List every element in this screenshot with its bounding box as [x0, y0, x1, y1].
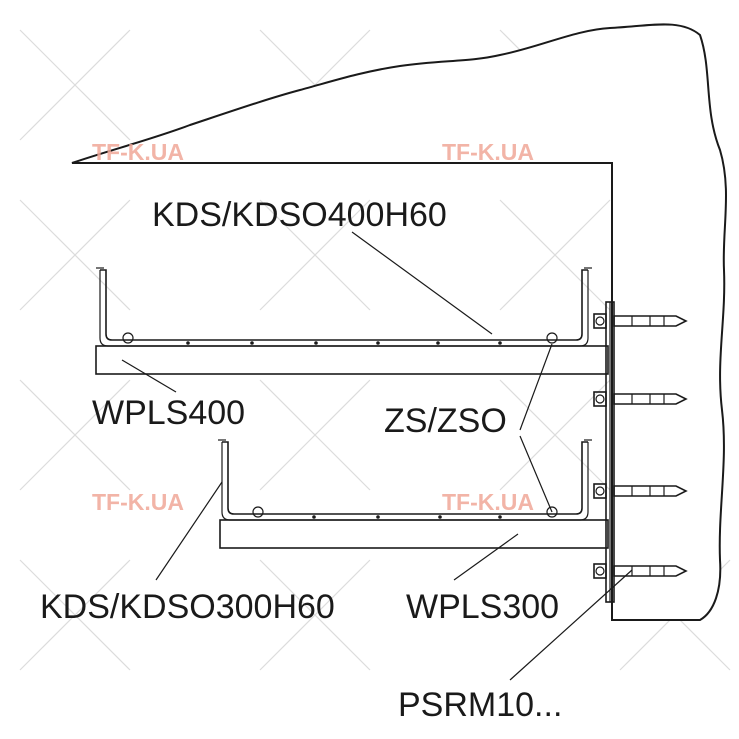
label-tray-upper: KDS/KDSO400H60	[152, 196, 447, 234]
label-anchor: PSRM10...	[398, 686, 562, 724]
leader-tray-lower	[155, 481, 223, 581]
anchor-2	[593, 391, 688, 407]
anchor-4	[593, 563, 688, 579]
label-support-upper: WPLS400	[92, 394, 245, 432]
support-bracket-lower	[219, 519, 609, 549]
leader-connector-lower	[519, 435, 553, 513]
leader-support-lower	[453, 533, 519, 581]
mounting-plate	[605, 301, 615, 603]
watermark-3: TF-K.UA	[92, 489, 184, 515]
leader-connector-upper	[519, 343, 553, 431]
cable-tray-upper	[96, 267, 592, 347]
leader-support-upper	[121, 359, 177, 393]
label-tray-lower: KDS/KDSO300H60	[40, 588, 335, 626]
anchor-bolts	[593, 313, 688, 579]
leader-lines	[121, 231, 633, 681]
wall-outline	[71, 23, 728, 621]
anchor-3	[593, 483, 688, 499]
watermark-4: TF-K.UA	[442, 489, 534, 515]
support-bracket-upper	[95, 345, 609, 375]
leader-tray-upper	[351, 231, 493, 335]
label-support-lower: WPLS300	[406, 588, 559, 626]
watermark-2: TF-K.UA	[442, 139, 534, 165]
cable-tray-lower	[218, 439, 592, 521]
leader-anchor	[509, 569, 633, 681]
watermark-1: TF-K.UA	[92, 139, 184, 165]
label-connector: ZS/ZSO	[384, 402, 507, 440]
anchor-1	[593, 313, 688, 329]
